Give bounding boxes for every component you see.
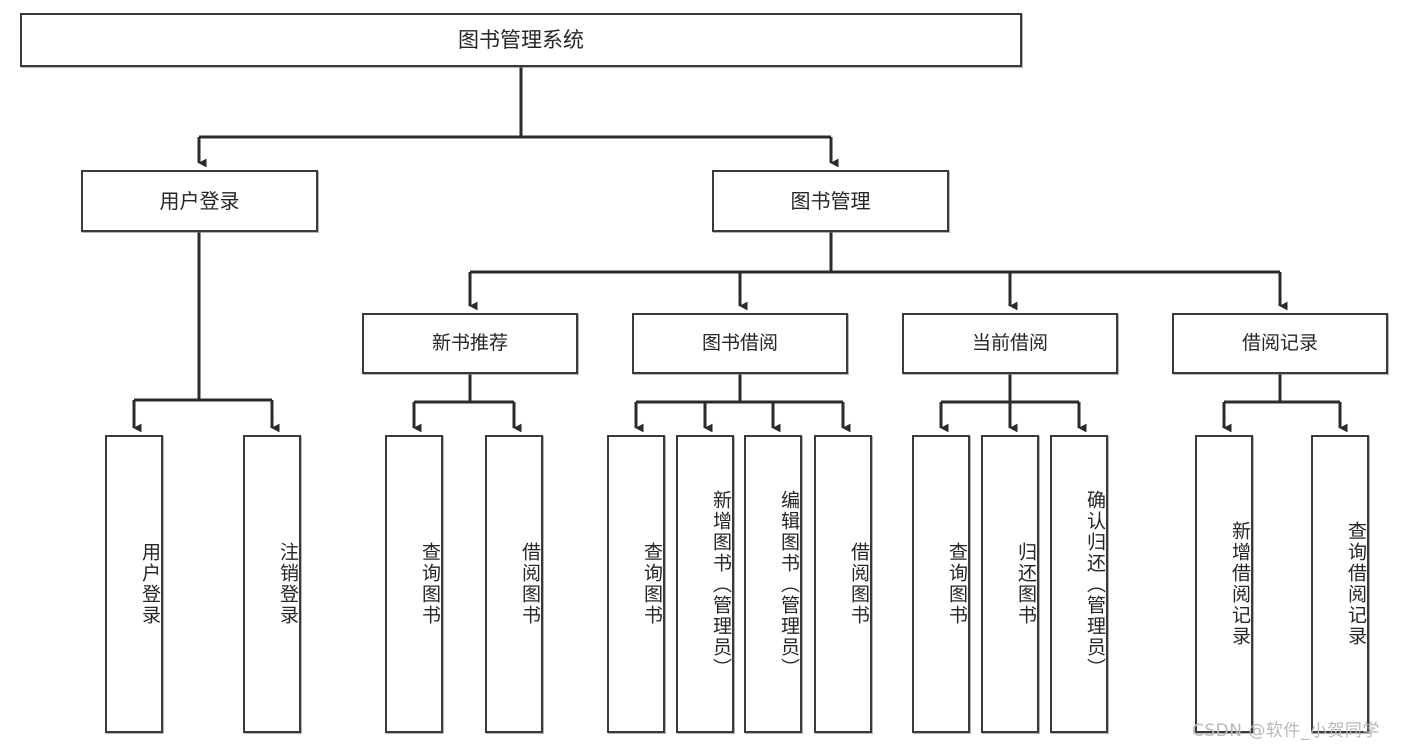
node-leaf-borrow-book-2[interactable]: 借阅图书 (814, 435, 872, 733)
node-leaf-edit-book[interactable]: 编辑图书（管理员） (744, 435, 802, 733)
node-book-borrow-label: 图书借阅 (701, 331, 778, 354)
node-leaf-add-book[interactable]: 新增图书（管理员） (676, 435, 734, 733)
node-new-book-recommend-label: 新书推荐 (431, 331, 508, 354)
node-leaf-borrow-book-2-label: 借阅图书 (848, 542, 870, 626)
node-borrow-record-label: 借阅记录 (1241, 331, 1318, 354)
node-leaf-confirm-return-label: 确认归还（管理员） (1084, 489, 1106, 679)
node-leaf-logout-login[interactable]: 注销登录 (243, 435, 301, 733)
node-root[interactable]: 图书管理系统 (20, 13, 1022, 67)
node-leaf-add-book-label: 新增图书（管理员） (710, 489, 732, 679)
node-leaf-borrow-book-1[interactable]: 借阅图书 (485, 435, 543, 733)
node-root-label: 图书管理系统 (458, 27, 584, 52)
node-leaf-query-record-label: 查询借阅记录 (1345, 521, 1367, 647)
node-leaf-return-book-label: 归还图书 (1015, 542, 1037, 626)
node-current-borrow[interactable]: 当前借阅 (902, 313, 1118, 374)
node-leaf-query-book-2-label: 查询图书 (641, 542, 663, 626)
node-leaf-logout-login-label: 注销登录 (277, 542, 299, 626)
node-leaf-return-book[interactable]: 归还图书 (981, 435, 1039, 733)
node-new-book-recommend[interactable]: 新书推荐 (362, 313, 578, 374)
node-leaf-query-book-1[interactable]: 查询图书 (385, 435, 443, 733)
node-book-manage-label: 图书管理 (790, 188, 871, 213)
node-current-borrow-label: 当前借阅 (971, 331, 1048, 354)
node-leaf-add-record-label: 新增借阅记录 (1229, 521, 1251, 647)
node-leaf-user-login[interactable]: 用户登录 (105, 435, 163, 733)
node-leaf-query-book-3-label: 查询图书 (946, 542, 968, 626)
node-leaf-borrow-book-1-label: 借阅图书 (519, 542, 541, 626)
node-user-login-label: 用户登录 (159, 188, 240, 213)
node-leaf-query-book-2[interactable]: 查询图书 (607, 435, 665, 733)
node-leaf-add-record[interactable]: 新增借阅记录 (1195, 435, 1253, 733)
csdn-watermark: CSDN @软件_小贺同学 (1192, 721, 1380, 741)
node-book-borrow[interactable]: 图书借阅 (632, 313, 848, 374)
node-book-manage[interactable]: 图书管理 (712, 170, 949, 232)
node-leaf-query-book-3[interactable]: 查询图书 (912, 435, 970, 733)
node-leaf-user-login-label: 用户登录 (139, 542, 161, 626)
node-leaf-query-book-1-label: 查询图书 (419, 542, 441, 626)
node-leaf-confirm-return[interactable]: 确认归还（管理员） (1050, 435, 1108, 733)
node-leaf-query-record[interactable]: 查询借阅记录 (1311, 435, 1369, 733)
node-leaf-edit-book-label: 编辑图书（管理员） (778, 489, 800, 679)
node-borrow-record[interactable]: 借阅记录 (1172, 313, 1388, 374)
node-user-login[interactable]: 用户登录 (81, 170, 318, 232)
